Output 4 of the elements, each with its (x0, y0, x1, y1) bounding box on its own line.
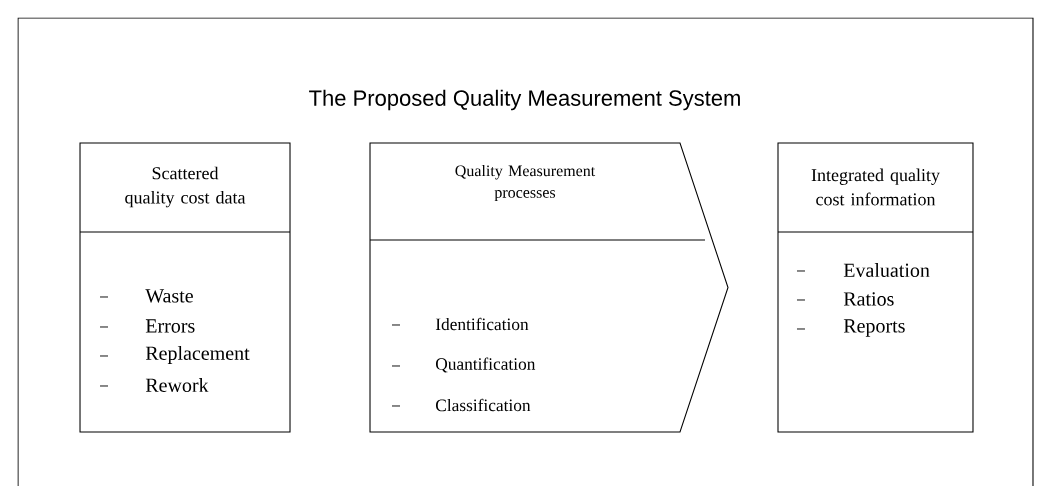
list-box: Scattered quality cost data Waste Errors Replacement Rework (79, 142, 291, 433)
title: The Proposed Quality Measurement System (309, 89, 740, 111)
arrow-box: Quality Measurement processes Identification Quantification Classification (369, 142, 729, 433)
list-box: Integrated quality cost information Evaluation Ratios Reports (777, 142, 974, 433)
